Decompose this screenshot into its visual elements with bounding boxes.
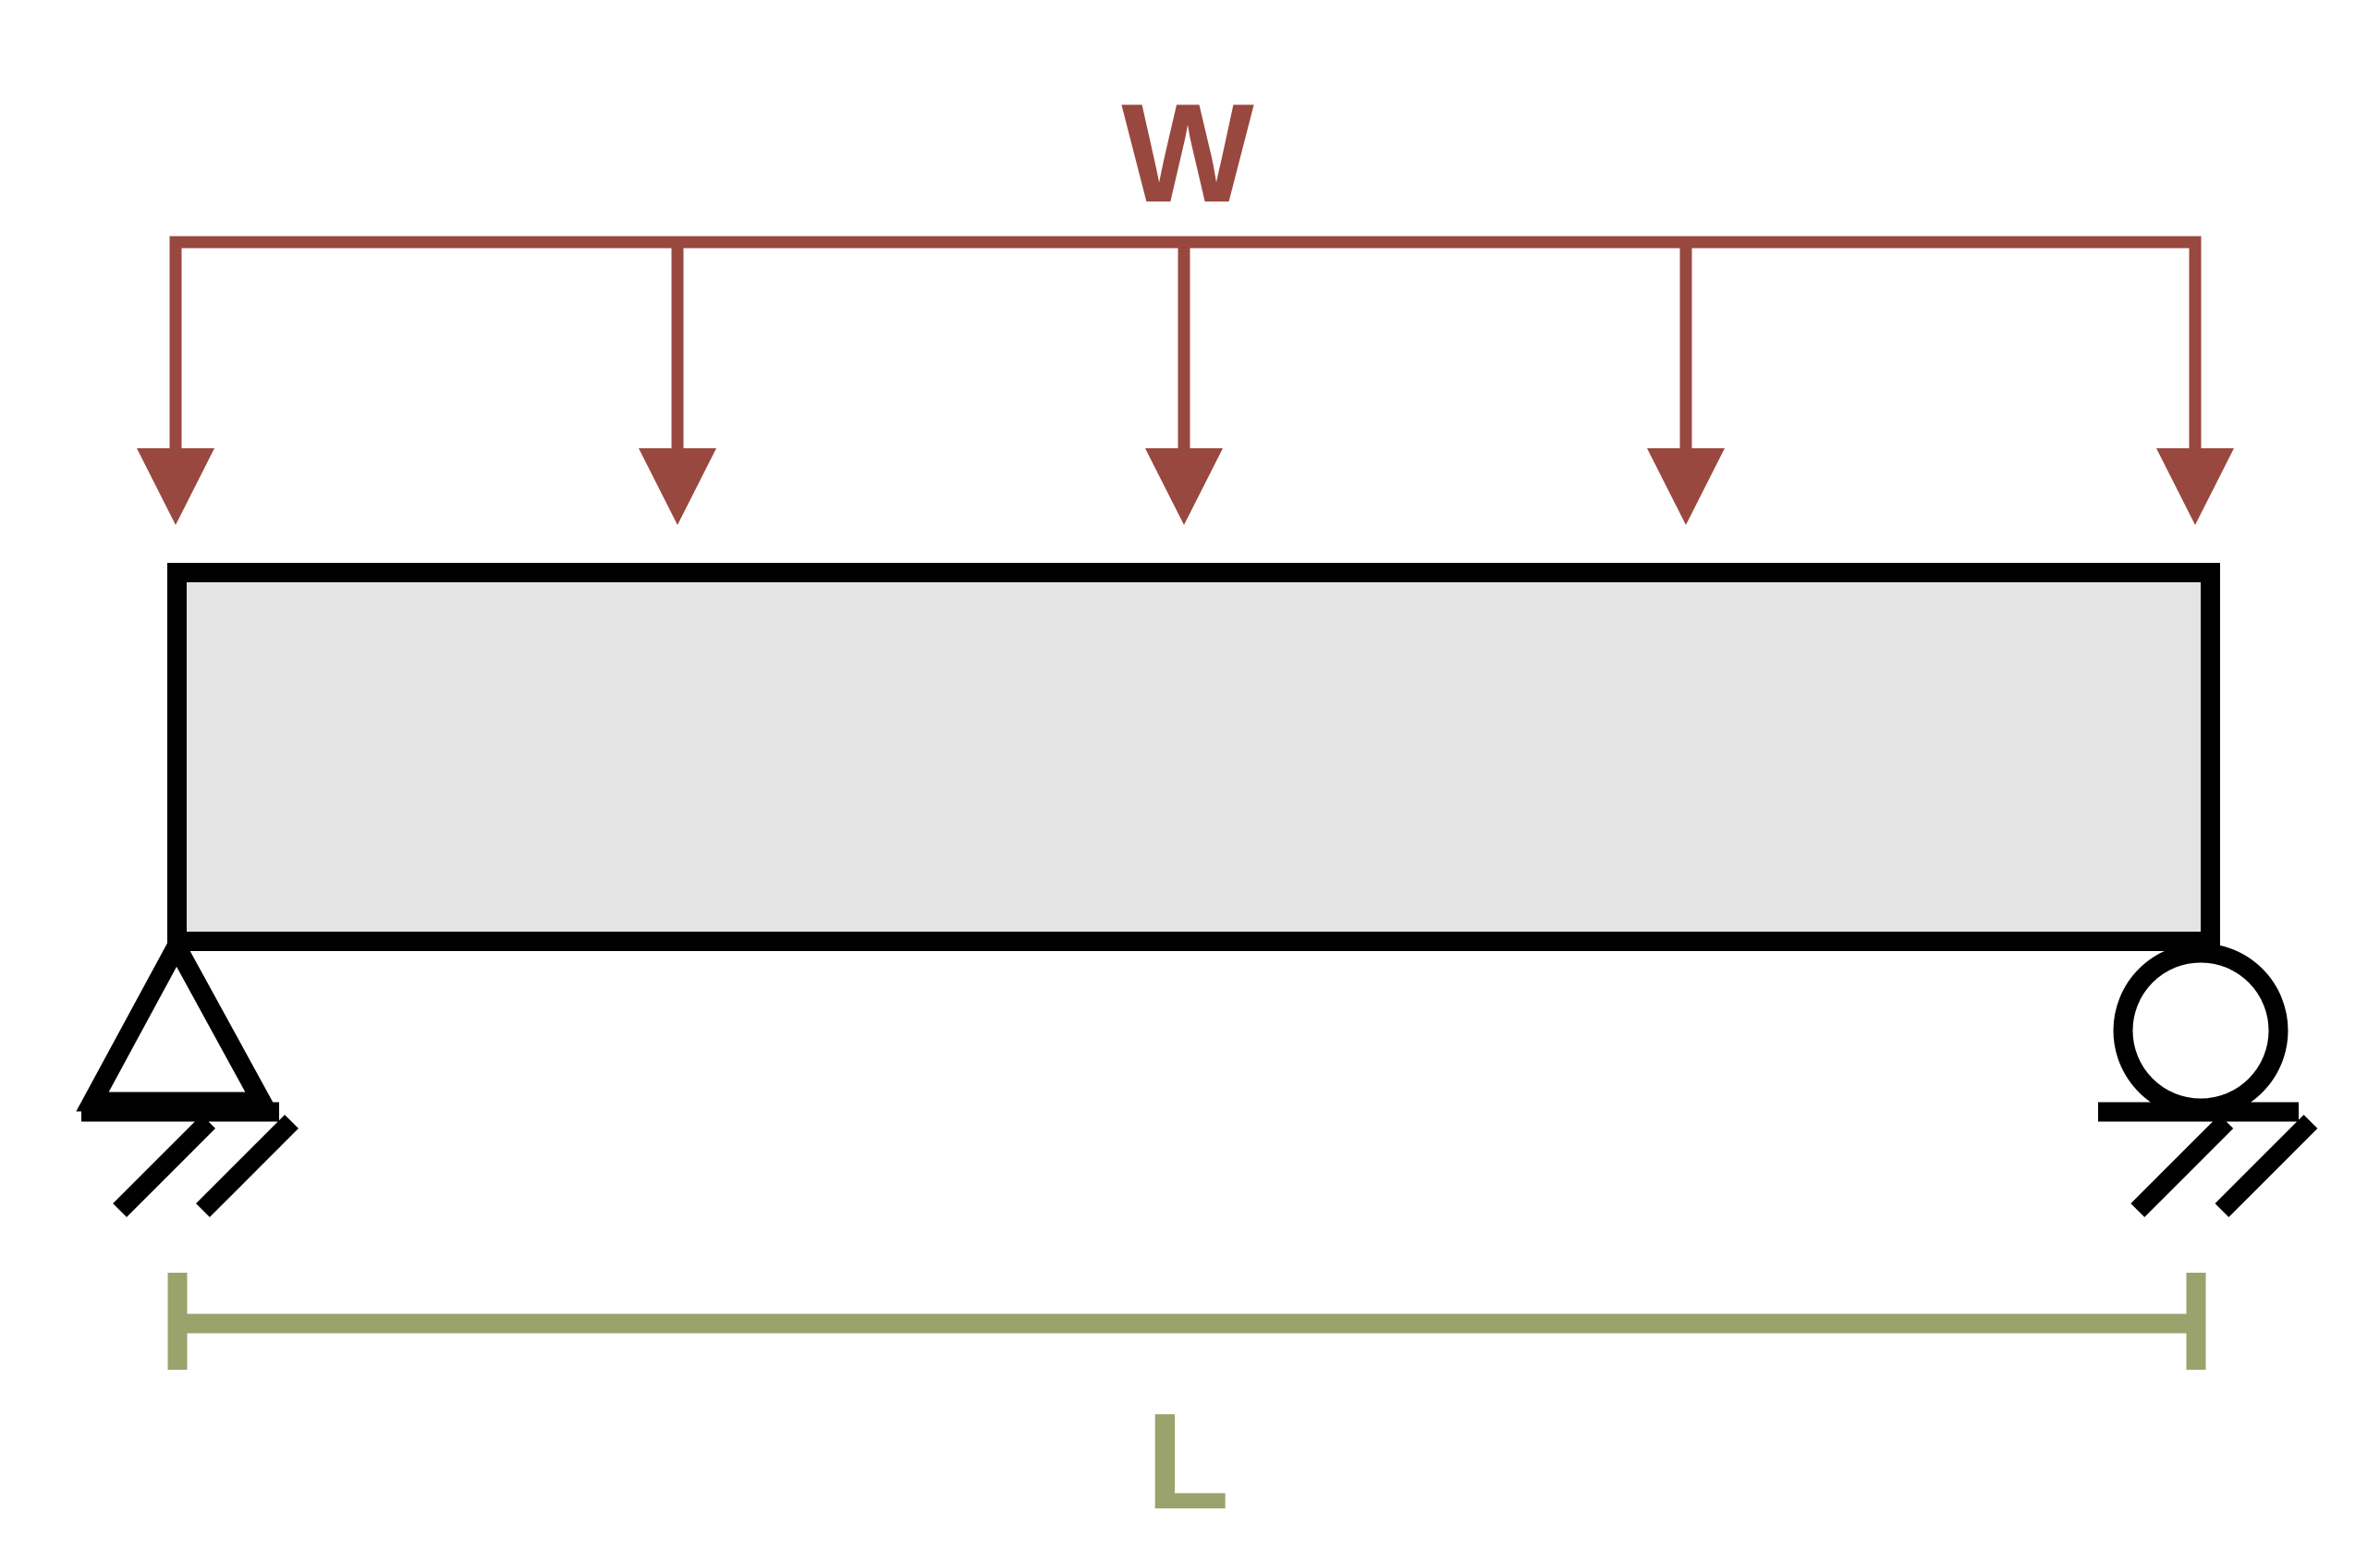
roller-support-hatch-2 <box>2215 1115 2318 1217</box>
pin-support-triangle <box>76 926 278 1112</box>
load-arrow-stem-4 <box>1679 236 1692 448</box>
span-dimension-group <box>167 1273 2206 1370</box>
load-arrow-stem-1 <box>169 236 182 448</box>
load-arrow-head-4 <box>1647 448 1725 525</box>
load-arrow-head-3 <box>1145 448 1223 525</box>
load-label-W: W <box>1121 75 1254 232</box>
dimension-tick-right <box>2186 1273 2206 1370</box>
load-arrow-head-2 <box>639 448 716 525</box>
roller-support <box>2098 941 2318 1217</box>
pin-support-hatch-2 <box>196 1115 299 1217</box>
beam-member <box>167 563 2220 951</box>
load-arrow-head-5 <box>2156 448 2234 525</box>
dimension-tick-left <box>167 1273 188 1370</box>
load-arrow-stem-3 <box>1178 236 1190 448</box>
load-arrow-stem-2 <box>671 236 684 448</box>
roller-support-hatch-1 <box>2130 1115 2234 1217</box>
roller-support-circle <box>2113 943 2288 1118</box>
dimension-label-L: L <box>1146 1385 1229 1538</box>
load-arrow-stem-5 <box>2189 236 2202 448</box>
pin-support-hatch-1 <box>113 1115 216 1217</box>
distributed-load-group <box>137 236 2234 525</box>
pin-support <box>76 926 299 1217</box>
dimension-line <box>167 1313 2206 1334</box>
load-arrow-head-1 <box>137 448 214 525</box>
